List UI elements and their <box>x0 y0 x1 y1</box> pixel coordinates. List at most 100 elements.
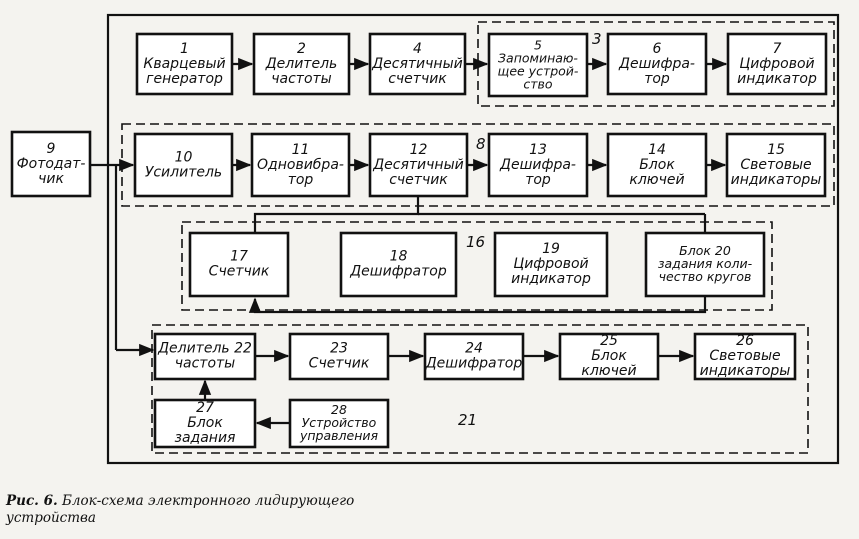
block-label-line: 6 <box>653 41 662 57</box>
block-label-line: Цифровой <box>739 56 814 72</box>
group-21-label: 21 <box>458 411 477 429</box>
block-label-line: ключей <box>581 363 636 379</box>
block-label-line: 15 <box>767 142 785 158</box>
group-8-label: 8 <box>476 135 486 153</box>
block-label-line: 4 <box>413 41 422 57</box>
block-label-line: генератор <box>146 71 223 87</box>
outer-frame <box>106 13 840 465</box>
wire-12-to-group16 <box>253 196 420 233</box>
block-label-line: индикаторы <box>700 363 791 379</box>
block-label-line: Блок 20 <box>679 243 731 258</box>
group-16-frame <box>181 221 773 311</box>
block-label-line: частоты <box>175 356 235 372</box>
block-label-line: задания коли- <box>658 256 753 271</box>
block-label-line: 23 <box>330 341 348 357</box>
block-label-line: 5 <box>534 38 542 53</box>
block-label-line: Цифровой <box>513 256 588 272</box>
block-label-line: 12 <box>410 142 428 158</box>
block-label-line: 14 <box>648 142 666 158</box>
block-label-line: Блок <box>187 415 223 431</box>
block-label-line: задания <box>175 430 236 446</box>
block-label-line: Дешифратор <box>425 356 523 372</box>
block-label-line: счетчик <box>388 71 447 87</box>
block-label-line: тор <box>644 71 670 87</box>
group-21-frame <box>151 324 809 454</box>
group-3-label: 3 <box>592 30 602 48</box>
block-label-line: 17 <box>230 249 248 265</box>
block-label-line: чество кругов <box>659 269 752 284</box>
block-label-line: 24 <box>465 341 483 357</box>
caption-text: Блок-схема электронного лидирующего устр… <box>6 493 355 526</box>
block-label-line: 25 <box>600 333 618 349</box>
block-label-line: 11 <box>292 142 310 158</box>
block-label-line: 26 <box>736 333 754 349</box>
block-label-line: Кварцевый <box>143 56 225 72</box>
block-label-line: Устройство <box>302 415 377 430</box>
block-label-line: щее устрой- <box>498 64 579 79</box>
figure-caption: Рис. 6. Блок-схема электронного лидирующ… <box>6 493 436 527</box>
block-label-line: индикаторы <box>731 172 822 188</box>
group-16-label: 16 <box>466 233 485 251</box>
block-label-line: Блок <box>591 348 627 364</box>
block-label-line: чик <box>38 171 64 187</box>
block-label-line: Дешифра- <box>499 157 576 173</box>
block-label-line: индикатор <box>511 271 591 287</box>
block-label-line: Десятичный <box>372 157 464 173</box>
block-label-line: частоты <box>271 71 331 87</box>
group-3-frame <box>477 21 835 107</box>
block-label-line: 28 <box>331 402 347 417</box>
block-label-line: Запоминаю- <box>498 51 578 66</box>
block-label-line: 19 <box>542 241 560 257</box>
block-label-line: 2 <box>297 41 306 57</box>
block-label-line: Световые <box>740 157 811 173</box>
block-label-line: Одновибра- <box>257 157 344 173</box>
block-label-line: Десятичный <box>371 56 463 72</box>
block-label-line: 9 <box>47 141 56 157</box>
block-label-line: Усилитель <box>145 165 222 181</box>
block-label-line: индикатор <box>737 71 817 87</box>
block-label-line: ство <box>523 77 553 92</box>
block-label-line: 13 <box>529 142 547 158</box>
block-label-line: 10 <box>175 150 193 166</box>
block-label-line: 27 <box>196 400 214 416</box>
block-label-line: Делитель <box>265 56 338 72</box>
block-label-line: тор <box>525 172 551 188</box>
block-label-line: Блок <box>639 157 675 173</box>
block-label-line: Счетчик <box>209 264 270 280</box>
